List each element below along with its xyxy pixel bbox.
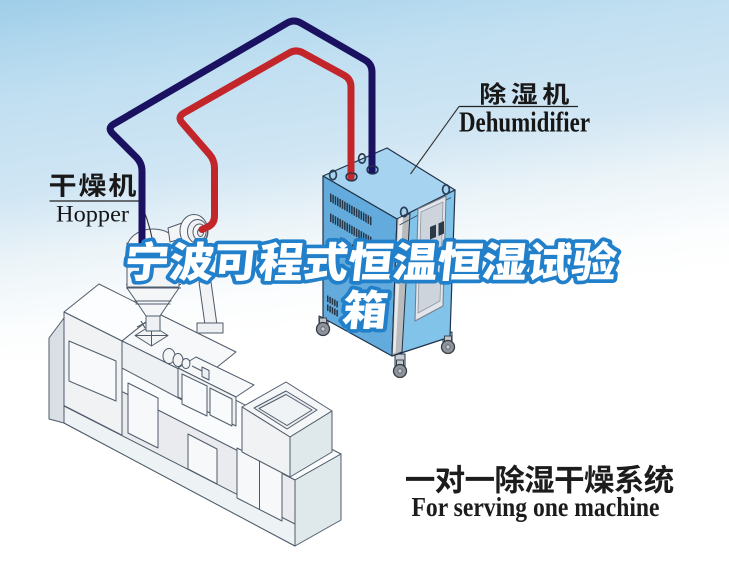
svg-text:Dehumidifier: Dehumidifier (459, 108, 590, 139)
svg-text:For serving one machine: For serving one machine (412, 492, 660, 522)
svg-text:Hopper: Hopper (56, 201, 129, 226)
